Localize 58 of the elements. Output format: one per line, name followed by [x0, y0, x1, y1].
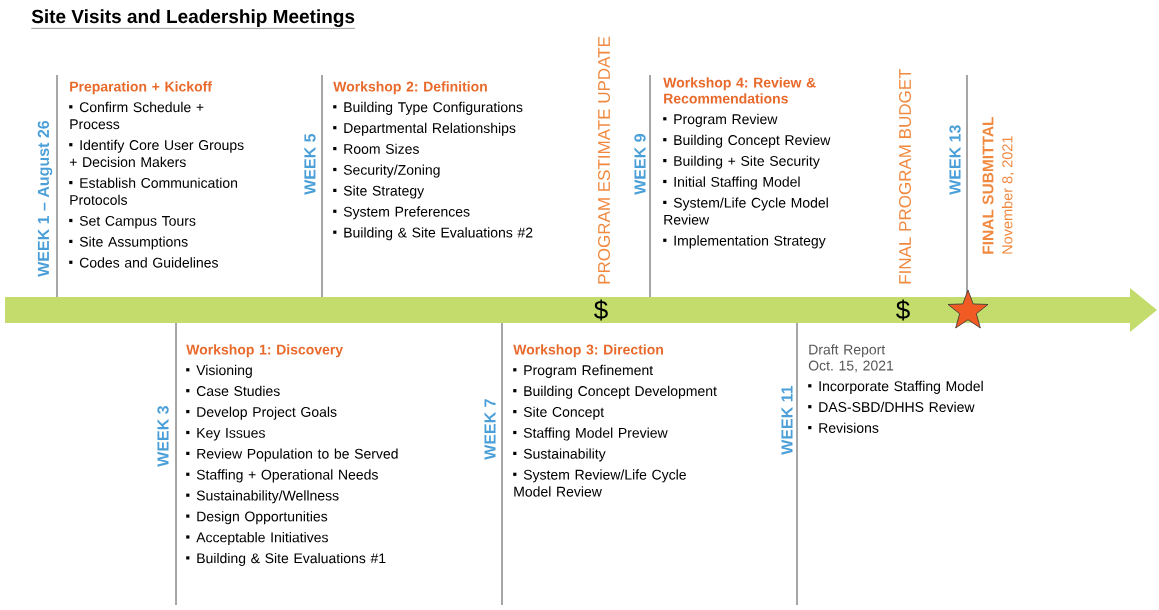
phase-heading: Workshop 1: Discovery	[186, 344, 343, 358]
bullet-item: Case Studies	[186, 385, 280, 397]
bullet-item: System Preferences	[333, 206, 470, 220]
milestone-label: PROGRAM ESTIMATE UPDATE	[598, 36, 611, 284]
bullet-item: Room Sizes	[333, 143, 419, 154]
bullet-item: Key Issues	[186, 428, 265, 441]
milestone-label: FINAL PROGRAM BUDGET	[899, 68, 912, 284]
bullet-item: Develop Project Goals	[186, 406, 337, 420]
bullet-item: Design Opportunities	[186, 511, 328, 525]
phase-heading: Workshop 4: Review & Recommendations	[663, 77, 816, 104]
bullet-item: Site Concept	[513, 406, 605, 420]
phase-heading: Workshop 2: Definition	[333, 81, 487, 95]
week-label: WEEK 1 – August 26	[37, 120, 53, 277]
bullet-item: Site Strategy	[333, 185, 425, 199]
bullet-item: Program Refinement	[513, 364, 654, 378]
bullet-item: Building Concept Review	[663, 134, 831, 148]
milestone-label: FINAL SUBMITTAL	[982, 116, 994, 254]
phase-heading: Draft Report Oct. 15, 2021	[808, 344, 894, 373]
title: Site Visits and Leadership Meetings	[31, 9, 356, 29]
milestone-label: November 8, 2021	[1001, 136, 1015, 254]
bullet-item: Identify Core User Groups + Decision Makers	[69, 139, 244, 168]
bullet-item: Visioning	[186, 364, 252, 378]
bullet-item: Building + Site Security	[663, 155, 820, 169]
bullet-item: Review Population to be Served	[186, 448, 398, 462]
bullet-item: System/Life Cycle Model Review	[663, 197, 828, 225]
bullet-item: Set Campus Tours	[69, 215, 196, 229]
week-label: WEEK 5	[304, 133, 316, 195]
bullet-item: Codes and Guidelines	[69, 257, 218, 268]
bullet-item: System Review/Life Cycle Model Review	[513, 469, 686, 497]
bullet-item: DAS-SBD/DHHS Review	[808, 401, 975, 413]
bullet-item: Initial Staffing Model	[663, 176, 800, 190]
week-label: WEEK 3	[157, 406, 169, 467]
bullet-item: Building & Site Evaluations #1	[186, 552, 386, 566]
phase-heading: Workshop 3: Direction	[513, 344, 663, 358]
bullet-item: Revisions	[808, 422, 879, 433]
bullet-item: Acceptable Initiatives	[186, 532, 328, 546]
week-label: WEEK 13	[949, 125, 961, 195]
bullet-item: Sustainability	[513, 448, 606, 462]
dollar-sign: $	[594, 299, 608, 321]
phase-heading: Preparation + Kickoff	[70, 81, 212, 95]
bullet-item: Departmental Relationships	[333, 122, 516, 136]
dollar-sign: $	[896, 299, 910, 321]
bullet-item: Implementation Strategy	[663, 235, 826, 249]
bullet-item: Sustainability/Wellness	[186, 490, 339, 504]
week-label: WEEK 7	[484, 399, 496, 460]
bullet-item: Staffing + Operational Needs	[186, 469, 378, 483]
week-label: WEEK 9	[634, 134, 646, 195]
bullet-item: Establish Communication Protocols	[69, 177, 237, 205]
bullet-item: Building & Site Evaluations #2	[333, 227, 533, 241]
week-label: WEEK 11	[781, 385, 793, 455]
bullet-item: Incorporate Staffing Model	[808, 380, 983, 394]
bullet-item: Staffing Model Preview	[513, 427, 668, 441]
bullet-item: Program Review	[663, 113, 778, 127]
bullet-item: Site Assumptions	[69, 236, 188, 250]
bullet-item: Confirm Schedule + Process	[69, 101, 204, 130]
bullet-item: Security/Zoning	[333, 164, 440, 178]
bullet-item: Building Concept Development	[513, 385, 717, 399]
bullet-item: Building Type Configurations	[333, 101, 523, 115]
